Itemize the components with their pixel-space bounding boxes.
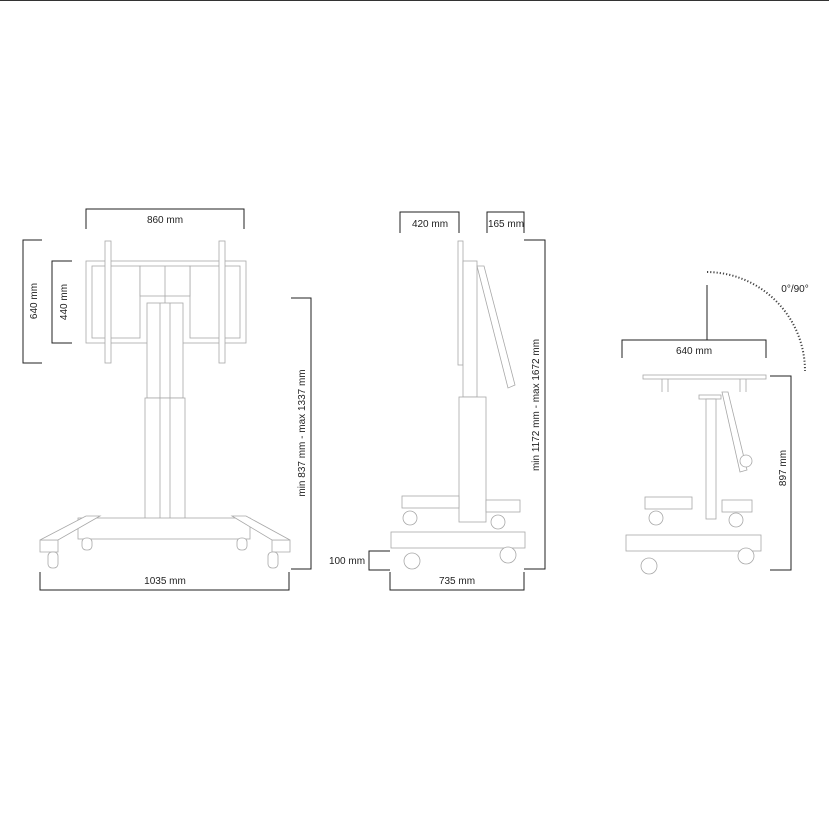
caster [640,557,658,575]
caster [267,551,279,569]
top-border [0,0,829,1]
base-bar [77,517,251,540]
column-lower [458,396,487,523]
mount-panel-right [189,265,241,339]
base-bar [625,534,762,552]
front-height-range-label: min 837 mm - max 1337 mm [297,369,308,496]
vesa-rail-right [218,240,226,364]
foot-height-label: 100 mm [329,556,365,567]
front-view-dimensions: 860 mm 640 mm 440 mm min 837 mm - max 13… [22,208,312,591]
foot-right-top [230,515,291,541]
screen-profile [457,240,464,366]
table-width-label: 640 mm [676,346,712,357]
side-view-dimensions: 420 mm 165 mm min 1172 mm - max 1672 mm … [329,211,546,591]
caster [403,552,421,570]
rotation-label: 0°/90° [781,284,808,295]
rotation-arc [706,271,806,372]
foot-left-top [39,515,102,541]
vesa-rail-left [104,240,112,364]
caster [402,510,418,526]
outer-height-label: 640 mm [29,283,40,319]
tilt-arm [721,391,748,473]
caster [499,546,517,564]
front-foot [485,499,521,513]
caster [236,537,248,551]
mount-panel-left [91,265,141,339]
side-view-drawing [390,240,526,570]
top-depth-label: 420 mm [412,219,448,230]
table-view-dimensions: 0°/90° 640 mm 897 mm [621,271,809,571]
caster [47,551,59,569]
table-top [642,374,767,380]
base-depth-label: 735 mm [439,576,475,587]
inner-height-label: 440 mm [59,284,70,320]
base-bar [390,531,526,549]
column-upper [462,260,478,398]
front-view-drawing [39,240,291,569]
table-height-label: 897 mm [778,450,789,486]
column-head [698,394,722,400]
tilt-knob [739,454,753,468]
front-foot [721,499,753,513]
rear-foot [644,496,693,510]
side-height-range-label: min 1172 mm - max 1672 mm [531,339,542,471]
caster [648,510,664,526]
base-width-label: 1035 mm [144,576,186,587]
column-upper [146,302,184,399]
caster [737,547,755,565]
caster [81,537,93,551]
column-lower [144,397,186,529]
table-view-drawing [625,374,767,575]
foot-left [39,539,59,553]
rear-foot [401,495,460,509]
plate-width-label: 860 mm [147,215,183,226]
foot-right [271,539,291,553]
caster [490,514,506,530]
column [705,398,717,520]
caster [728,512,744,528]
offset-label: 165 mm [488,219,524,230]
tilt-arm [476,265,516,389]
